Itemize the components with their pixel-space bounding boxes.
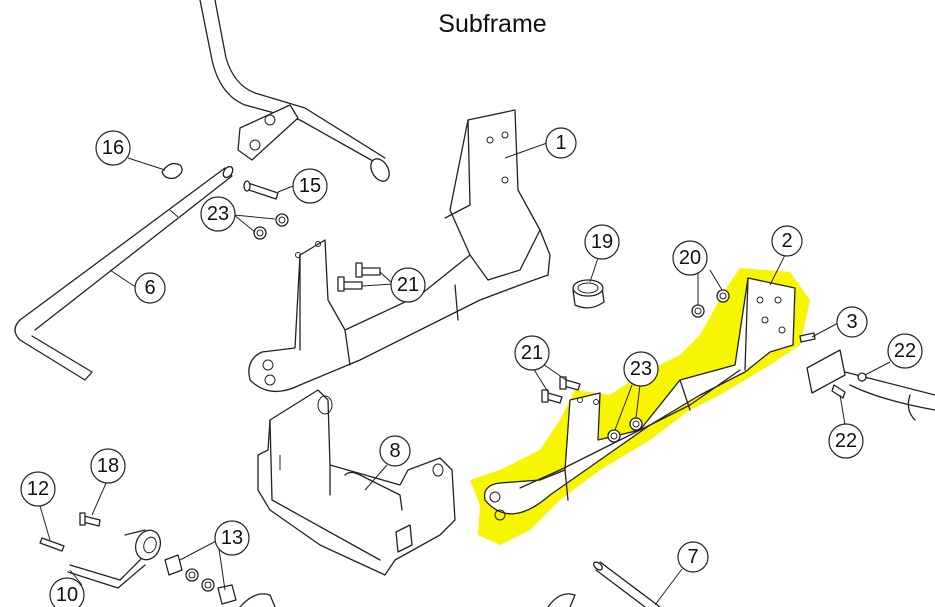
callout-13: 13 [214,520,250,556]
svg-text:20: 20 [679,247,701,269]
part-6-bar [14,165,234,381]
clip-bottom [547,593,576,607]
svg-text:2: 2 [781,230,792,252]
callout-22-right: 22 [887,333,923,369]
callout-18: 18 [90,448,126,484]
svg-text:22: 22 [894,340,916,362]
part-21-bolts-upper [337,262,381,292]
part-22-plate-tube [806,349,935,421]
svg-text:12: 12 [27,478,49,500]
callout-10: 10 [49,577,85,607]
part-23-nuts-left [253,213,289,240]
svg-text:8: 8 [389,440,400,462]
svg-text:6: 6 [144,277,155,299]
callout-20: 20 [672,240,708,276]
svg-text:3: 3 [846,311,857,333]
part-10-spring [67,529,162,589]
svg-text:10: 10 [56,584,78,606]
callout-16: 16 [95,130,131,166]
part-21-bolts-lower [541,376,581,404]
svg-text:21: 21 [397,274,419,296]
callout-23-left: 23 [200,196,236,232]
part-16-clip [161,162,183,180]
svg-text:23: 23 [207,203,229,225]
part-13-hardware [164,554,276,607]
svg-text:16: 16 [102,137,124,159]
part-8-bracket [257,389,456,576]
svg-text:15: 15 [299,175,321,197]
part-23-nuts-frame [607,417,643,443]
callout-3: 3 [836,306,868,338]
svg-text:7: 7 [687,546,698,568]
callout-23-frame: 23 [623,351,659,387]
handle-tube [199,0,390,182]
svg-text:21: 21 [521,342,543,364]
callout-2: 2 [771,225,803,257]
part-18-bolt [79,512,101,527]
callout-6: 6 [134,272,166,304]
svg-text:19: 19 [591,231,613,253]
part-19-bushing [572,279,605,309]
part-3-screw [799,332,816,343]
svg-text:18: 18 [97,455,119,477]
diagram-title: Subframe [438,10,547,38]
part-15-pin [243,180,279,200]
callout-19: 19 [584,224,620,260]
callout-7: 7 [677,541,709,573]
callout-1: 1 [545,127,577,159]
part-1-subframe [248,109,551,392]
svg-text:23: 23 [630,358,652,380]
callout-22-lower: 22 [828,423,864,459]
callout-15: 15 [292,168,328,204]
callout-12: 12 [20,471,56,507]
callout-21-upper: 21 [390,267,426,303]
part-12-pin [39,537,65,552]
svg-text:1: 1 [555,132,566,154]
leader-lines [39,142,891,606]
part-7-rod [593,561,661,607]
callout-21-lower: 21 [514,335,550,371]
svg-text:13: 13 [221,527,243,549]
svg-text:22: 22 [835,430,857,452]
callout-8: 8 [379,435,411,467]
